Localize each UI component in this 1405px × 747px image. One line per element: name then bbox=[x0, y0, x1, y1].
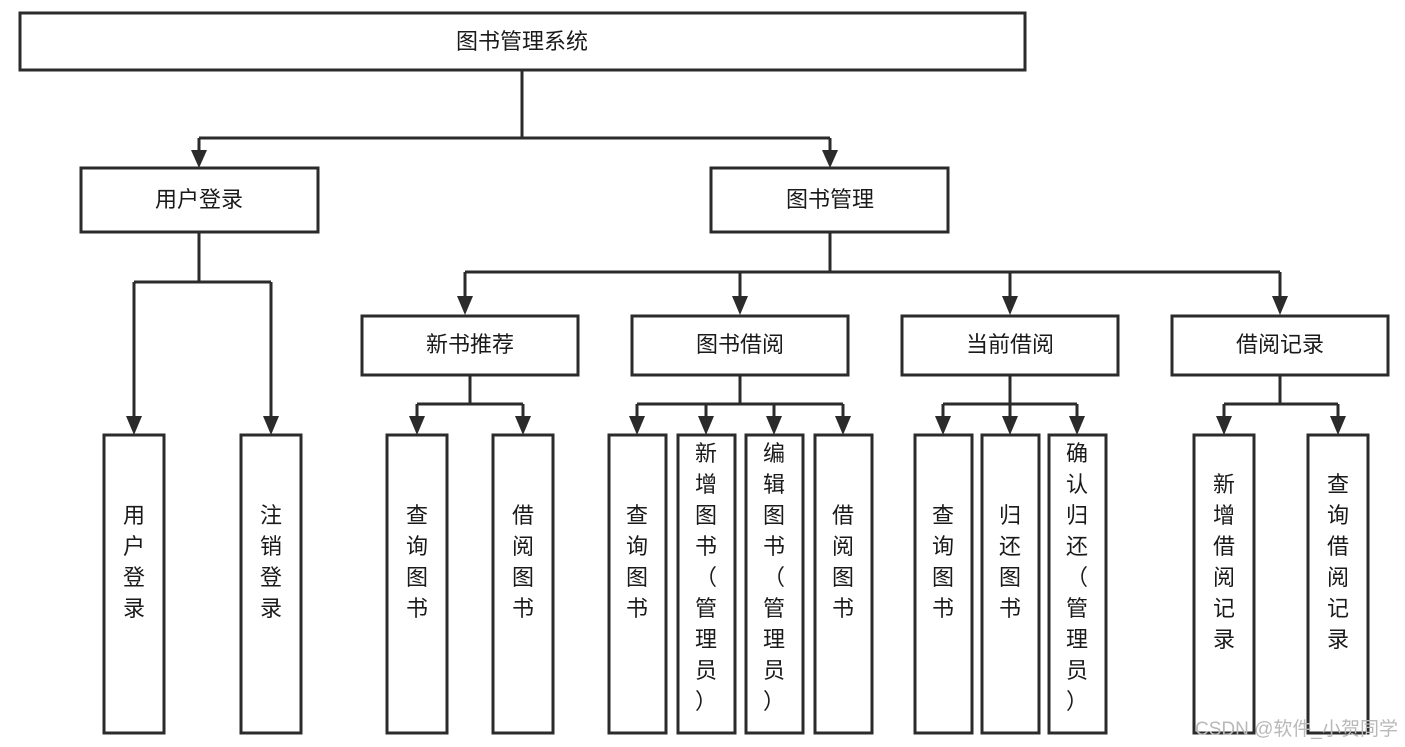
node-current-borrow[interactable]: 当前借阅 bbox=[900, 314, 1120, 377]
leaf-user-login-label: 用户登录 bbox=[123, 503, 145, 621]
leaf-add-record-label: 新增借阅记录 bbox=[1213, 472, 1235, 652]
arrow-to-current-borrow bbox=[1002, 296, 1018, 315]
arrow-to-leaf-query-book-3 bbox=[935, 416, 951, 435]
arrow-to-book-management bbox=[822, 150, 838, 168]
node-leaf-add-record[interactable]: 新增借阅记录 bbox=[1192, 433, 1256, 735]
arrow-to-leaf-borrow-book-2 bbox=[835, 416, 851, 435]
node-user-login[interactable]: 用户登录 bbox=[79, 166, 320, 234]
node-leaf-borrow-book-2[interactable]: 借阅图书 bbox=[813, 433, 874, 735]
leaf-borrow-book-1-box[interactable] bbox=[491, 433, 555, 735]
node-root[interactable]: 图书管理系统 bbox=[18, 11, 1027, 72]
node-leaf-query-book-2[interactable]: 查询图书 bbox=[607, 433, 668, 735]
arrow-to-user-login bbox=[191, 150, 207, 168]
borrow-record-box[interactable] bbox=[1170, 314, 1390, 377]
user-login-box[interactable] bbox=[79, 166, 320, 234]
leaf-add-book-box[interactable] bbox=[676, 433, 737, 735]
arrow-to-borrow-record bbox=[1272, 296, 1288, 315]
node-leaf-query-book-1[interactable]: 查询图书 bbox=[385, 433, 449, 735]
node-leaf-user-login[interactable]: 用户登录 bbox=[102, 433, 166, 735]
leaf-return-book-label: 归还图书 bbox=[999, 503, 1021, 621]
leaf-logout-label: 注销登录 bbox=[260, 503, 282, 621]
current-borrow-box[interactable] bbox=[900, 314, 1120, 377]
leaf-borrow-book-2-box[interactable] bbox=[813, 433, 874, 735]
arrow-to-leaf-logout bbox=[263, 416, 279, 435]
node-leaf-add-book[interactable]: 新增图书（管理员） bbox=[676, 433, 737, 735]
leaf-return-book-box[interactable] bbox=[980, 433, 1041, 735]
node-book-management[interactable]: 图书管理 bbox=[709, 166, 950, 234]
leaf-add-book-label: 新增图书（管理员） bbox=[695, 441, 717, 714]
node-leaf-logout[interactable]: 注销登录 bbox=[239, 433, 303, 735]
arrow-to-leaf-confirm-return bbox=[1069, 416, 1085, 435]
root-label: 图书管理系统 bbox=[456, 29, 588, 54]
node-leaf-edit-book[interactable]: 编辑图书（管理员） bbox=[744, 433, 805, 735]
leaf-confirm-return-label: 确认归还（管理员） bbox=[1066, 441, 1088, 714]
arrow-to-new-book-recommend bbox=[457, 296, 473, 315]
leaf-query-book-1-label: 查询图书 bbox=[406, 503, 428, 621]
book-borrow-label: 图书借阅 bbox=[696, 332, 784, 357]
arrow-to-leaf-add-book bbox=[698, 416, 714, 435]
book-management-box[interactable] bbox=[709, 166, 950, 234]
book-borrow-box[interactable] bbox=[630, 314, 850, 377]
leaf-query-book-2-box[interactable] bbox=[607, 433, 668, 735]
arrow-to-leaf-query-record bbox=[1330, 416, 1346, 435]
node-book-borrow[interactable]: 图书借阅 bbox=[630, 314, 850, 377]
node-leaf-confirm-return[interactable]: 确认归还（管理员） bbox=[1047, 433, 1108, 735]
leaf-confirm-return-box[interactable] bbox=[1047, 433, 1108, 735]
arrow-to-leaf-add-record bbox=[1216, 416, 1232, 435]
node-leaf-return-book[interactable]: 归还图书 bbox=[980, 433, 1041, 735]
leaf-borrow-book-1-label: 借阅图书 bbox=[512, 503, 534, 621]
node-leaf-query-book-3[interactable]: 查询图书 bbox=[913, 433, 974, 735]
leaf-query-book-3-label: 查询图书 bbox=[932, 503, 954, 621]
node-leaf-borrow-book-1[interactable]: 借阅图书 bbox=[491, 433, 555, 735]
leaf-query-record-label: 查询借阅记录 bbox=[1327, 472, 1349, 652]
current-borrow-label: 当前借阅 bbox=[966, 332, 1054, 357]
arrow-to-leaf-return-book bbox=[1002, 416, 1018, 435]
leaf-query-book-1-box[interactable] bbox=[385, 433, 449, 735]
leaf-edit-book-label: 编辑图书（管理员） bbox=[763, 441, 785, 714]
leaf-query-record-box[interactable] bbox=[1306, 433, 1370, 735]
arrow-to-leaf-edit-book bbox=[766, 416, 782, 435]
arrow-to-book-borrow bbox=[732, 296, 748, 315]
root-box[interactable] bbox=[18, 11, 1027, 72]
arrow-to-leaf-borrow-book-1 bbox=[515, 416, 531, 435]
book-management-label: 图书管理 bbox=[786, 187, 874, 212]
arrow-to-leaf-query-book-1 bbox=[409, 416, 425, 435]
arrow-to-leaf-query-book-2 bbox=[629, 416, 645, 435]
arrow-to-leaf-user-login bbox=[126, 416, 142, 435]
new-book-recommend-label: 新书推荐 bbox=[426, 332, 514, 357]
leaf-query-book-3-box[interactable] bbox=[913, 433, 974, 735]
connectors-layer bbox=[126, 70, 1346, 435]
new-book-recommend-box[interactable] bbox=[360, 314, 580, 377]
leaf-add-record-box[interactable] bbox=[1192, 433, 1256, 735]
watermark-label: CSDN @软件_小贺同学 bbox=[1195, 718, 1398, 740]
leaf-user-login-box[interactable] bbox=[102, 433, 166, 735]
borrow-record-label: 借阅记录 bbox=[1236, 332, 1324, 357]
user-login-label: 用户登录 bbox=[155, 187, 243, 212]
leaf-borrow-book-2-label: 借阅图书 bbox=[832, 503, 854, 621]
leaf-edit-book-box[interactable] bbox=[744, 433, 805, 735]
leaf-logout-box[interactable] bbox=[239, 433, 303, 735]
node-new-book-recommend[interactable]: 新书推荐 bbox=[360, 314, 580, 377]
node-borrow-record[interactable]: 借阅记录 bbox=[1170, 314, 1390, 377]
leaf-query-book-2-label: 查询图书 bbox=[626, 503, 648, 621]
node-leaf-query-record[interactable]: 查询借阅记录 bbox=[1306, 433, 1370, 735]
